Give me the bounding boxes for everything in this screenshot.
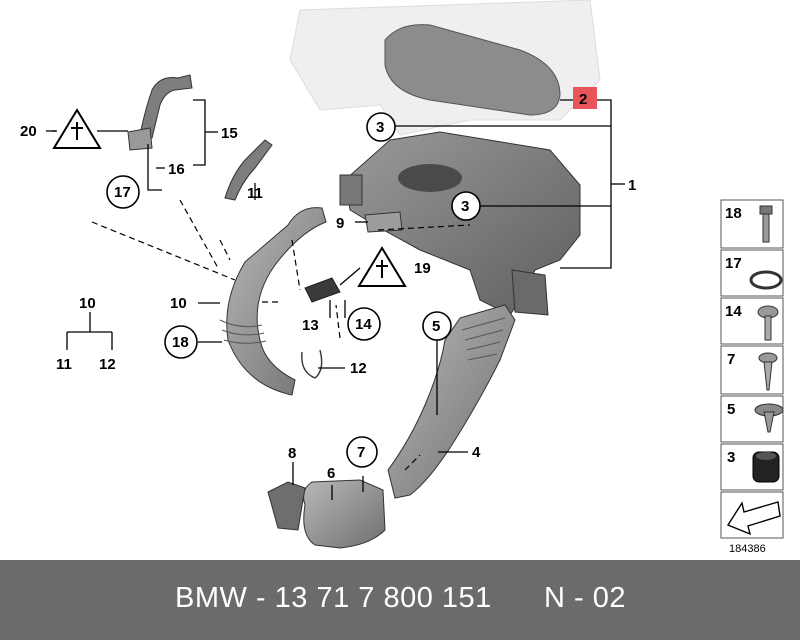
callout-circle-3b bbox=[451, 191, 481, 221]
parts-legend: 18 17 14 7 5 3 bbox=[720, 199, 784, 555]
footer-bar: BMW - 13 71 7 800 151 N - 02 bbox=[0, 560, 800, 640]
part-6-intake bbox=[303, 479, 386, 549]
callout-9: 9 bbox=[336, 215, 344, 232]
callout-3a: 3 bbox=[376, 119, 384, 136]
legend-label-18: 18 bbox=[725, 205, 742, 222]
diagram-number: 184386 bbox=[729, 543, 766, 555]
hose-10 bbox=[226, 207, 327, 396]
callout-circle-5 bbox=[422, 311, 452, 341]
legend-label-3: 3 bbox=[727, 449, 735, 466]
silencer-port bbox=[398, 164, 462, 192]
callout-5: 5 bbox=[432, 318, 440, 335]
grommet-3-icon bbox=[752, 451, 780, 483]
direction-arrow-icon bbox=[726, 501, 781, 536]
duct-4 bbox=[387, 304, 516, 499]
callout-11b: 11 bbox=[247, 185, 263, 202]
callout-13: 13 bbox=[302, 317, 319, 334]
callout-6: 6 bbox=[327, 465, 335, 482]
acoustic-cover bbox=[384, 24, 561, 116]
callout-8: 8 bbox=[288, 445, 296, 462]
callout-circle-17 bbox=[106, 175, 140, 209]
part-8-grille bbox=[267, 481, 306, 531]
callout-15: 15 bbox=[221, 125, 238, 142]
warning-icon-19 bbox=[357, 246, 407, 287]
callout-circle-3a bbox=[366, 112, 396, 142]
revision-code: N - 02 bbox=[544, 582, 626, 614]
part-reference: BMW - 13 71 7 800 151 bbox=[175, 582, 492, 614]
part-12-clip bbox=[301, 349, 323, 379]
fitting-16 bbox=[127, 127, 153, 151]
screw-14-icon bbox=[757, 305, 779, 341]
legend-label-14: 14 bbox=[725, 303, 742, 320]
duct-4-ribs bbox=[461, 317, 506, 361]
silencer-clip bbox=[339, 174, 363, 206]
screw-7-icon bbox=[758, 352, 778, 391]
callout-12b: 12 bbox=[350, 360, 367, 377]
callout-11a: 11 bbox=[56, 356, 72, 373]
leader-lines bbox=[46, 99, 625, 500]
part-9-sensor bbox=[364, 211, 403, 233]
callout-18: 18 bbox=[172, 334, 189, 351]
callout-circle-7 bbox=[346, 436, 378, 468]
parts-diagram: 1 2 3 3 4 5 6 7 8 9 10 10 11 11 12 12 13… bbox=[20, 0, 784, 555]
callout-7: 7 bbox=[357, 444, 365, 461]
pipe-15 bbox=[139, 74, 193, 139]
o-ring-17-icon bbox=[749, 270, 783, 290]
callout-circle-14 bbox=[347, 307, 381, 341]
callout-12a: 12 bbox=[99, 356, 116, 373]
pipe-11 bbox=[224, 139, 273, 201]
warning-icon-20 bbox=[52, 108, 102, 149]
silencer-outlet bbox=[511, 269, 549, 316]
callout-14: 14 bbox=[355, 316, 372, 333]
hose-10-ribs bbox=[219, 319, 267, 344]
callout-16: 16 bbox=[168, 161, 185, 178]
callout-10a: 10 bbox=[79, 295, 96, 312]
callout-17: 17 bbox=[114, 184, 131, 201]
callout-3b: 3 bbox=[461, 198, 469, 215]
legend-label-17: 17 bbox=[725, 255, 742, 272]
callout-4: 4 bbox=[472, 444, 481, 461]
callout-1: 1 bbox=[628, 177, 636, 194]
bolt-18-icon bbox=[759, 205, 773, 243]
part-13-sensor bbox=[304, 277, 341, 303]
callout-2: 2 bbox=[579, 91, 587, 108]
nut-5-icon bbox=[754, 403, 784, 433]
highlight-box-2 bbox=[573, 87, 597, 109]
callout-19: 19 bbox=[414, 260, 431, 277]
legend-label-7: 7 bbox=[727, 351, 735, 368]
legend-label-5: 5 bbox=[727, 401, 735, 418]
callout-10b: 10 bbox=[170, 295, 187, 312]
callout-20: 20 bbox=[20, 123, 37, 140]
callout-circle-18 bbox=[164, 325, 198, 359]
